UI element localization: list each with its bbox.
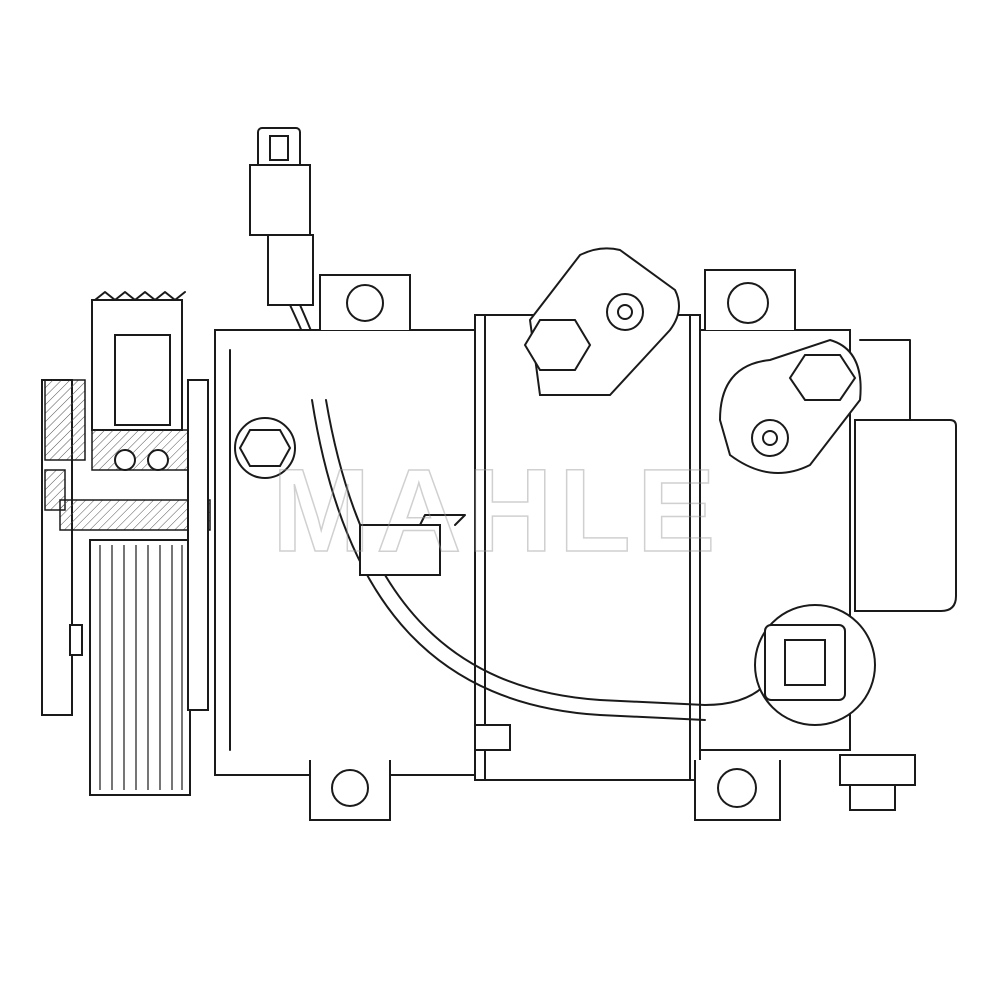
service-port-right [718, 338, 862, 474]
mounting-ear-top-left [319, 274, 411, 330]
mounting-ear-bottom-left [309, 760, 391, 821]
service-port-top [523, 247, 680, 396]
mounting-ear-bottom-right [694, 760, 781, 821]
pulley-clutch [41, 291, 211, 796]
electrical-connector [249, 127, 331, 401]
mahle-watermark: MAHLE [271, 445, 722, 577]
pressure-sensor [754, 604, 876, 726]
bolt-left [234, 417, 296, 479]
bottom-fittings [474, 724, 916, 811]
mounting-ear-top-right [704, 269, 796, 330]
